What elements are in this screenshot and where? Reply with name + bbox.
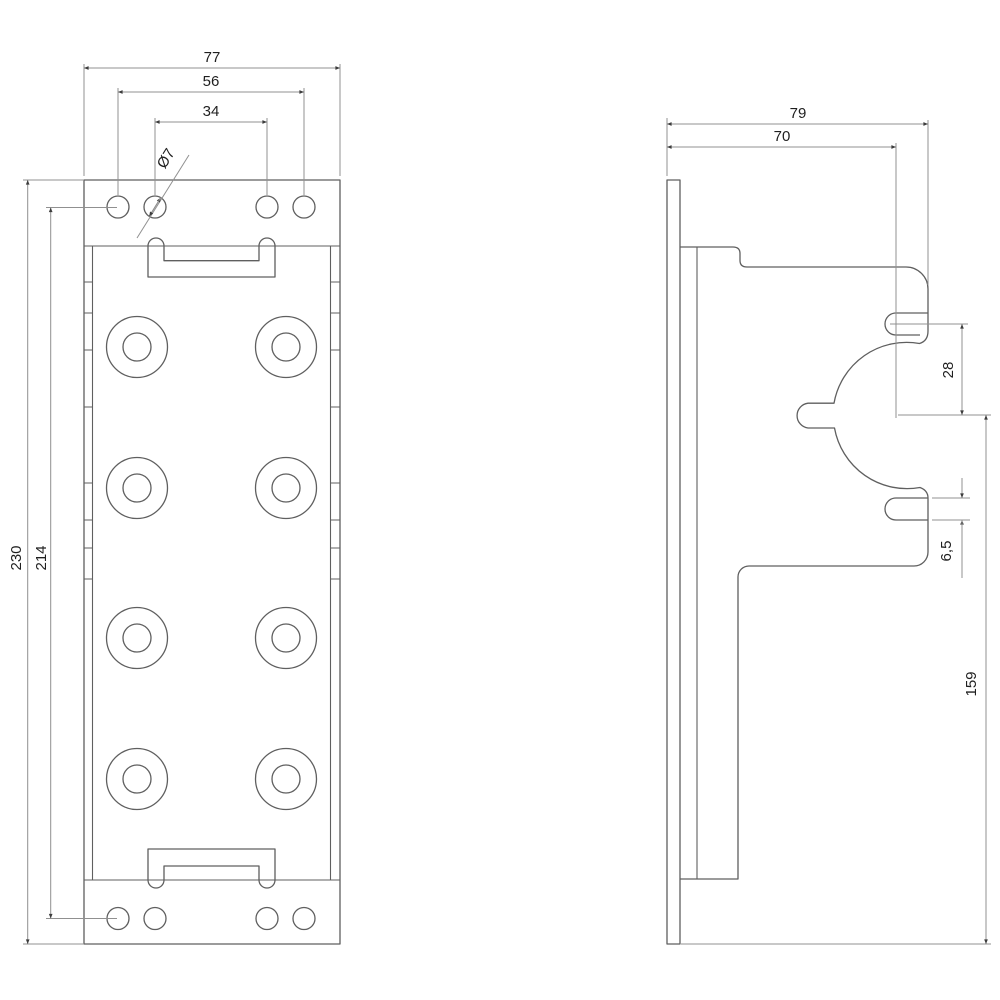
top-fixing-holes [106,195,316,219]
dim-label-214: 214 [33,545,50,570]
dim-label-56: 56 [203,73,220,90]
hole-outer [254,315,318,379]
side-extension-lines [666,118,991,945]
bottom-handle-notch-right [258,879,276,889]
hole-outer [105,315,169,379]
hole-inner [122,332,152,362]
dim-label-159: 159 [963,671,980,696]
hole-outer [254,456,318,520]
bottom-handle-feature [147,848,276,889]
leader-line [136,154,190,239]
rail-ticks [84,281,340,580]
bottom-handle-notch-left [147,879,165,889]
fixing-hole [255,195,279,219]
hole-inner [271,473,301,503]
hook-slot-bottom [884,497,928,521]
top-handle-feature [147,237,276,278]
fixing-hole [292,906,316,931]
dim-label-77: 77 [204,49,221,66]
top-handle-outer [147,246,276,278]
top-handle-notch-left [147,237,165,247]
hole-inner [122,764,152,794]
dim-label-230: 230 [8,545,25,570]
front-view: 77 56 34 Ø7 230 214 [8,49,341,945]
side-view: 79 70 28 6,5 159 [666,105,991,945]
dim-label-65: 6,5 [938,541,955,562]
bottom-handle-inner [163,865,260,880]
hole-outer [105,456,169,520]
hole-outer [105,606,169,670]
bottom-fixing-holes [106,906,316,931]
diameter-leader [136,154,190,239]
dim-label-34: 34 [203,103,220,120]
bracket-profile [680,246,929,880]
hole-inner [271,764,301,794]
hook-slot-top [884,312,928,336]
fixing-hole [255,906,279,931]
fixing-hole [143,906,167,931]
plate-outline [83,179,341,945]
hole-inner [271,332,301,362]
hole-outer [254,606,318,670]
top-handle-inner [163,246,260,262]
side-plate-outline [666,179,681,945]
counterbore-holes [105,315,318,811]
front-extension-lines [23,64,341,945]
dim-label-28: 28 [940,362,957,379]
dim-label-hole-diameter: Ø7 [154,146,179,172]
fixing-hole [292,195,316,219]
hole-inner [122,623,152,653]
hole-inner [271,623,301,653]
hole-inner [122,473,152,503]
leader-arrow-down [148,197,162,217]
dim-label-79: 79 [790,105,807,122]
top-handle-notch-right [258,237,276,247]
hole-outer [105,747,169,811]
bottom-handle-outer [147,848,276,880]
fixing-hole [143,195,167,219]
dim-label-70: 70 [774,128,791,145]
hole-outer [254,747,318,811]
